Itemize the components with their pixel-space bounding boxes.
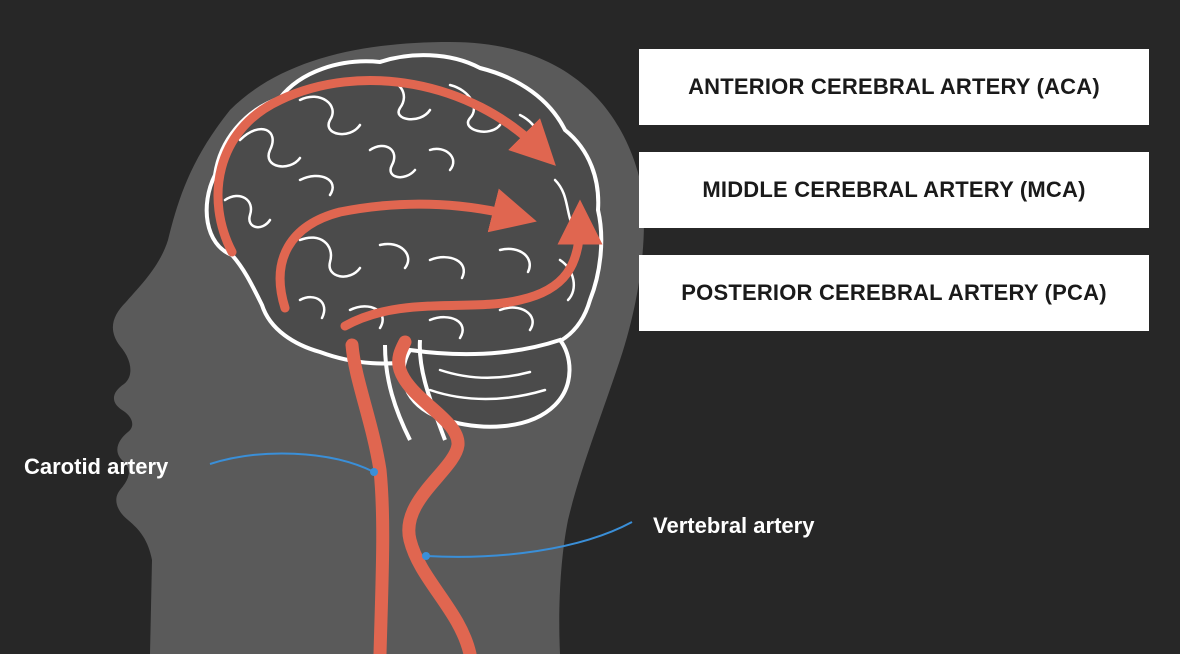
mca-label: MIDDLE CEREBRAL ARTERY (MCA) [702, 177, 1085, 203]
aca-label: ANTERIOR CEREBRAL ARTERY (ACA) [688, 74, 1100, 100]
aca-label-box: ANTERIOR CEREBRAL ARTERY (ACA) [639, 49, 1149, 125]
mca-label-box: MIDDLE CEREBRAL ARTERY (MCA) [639, 152, 1149, 228]
carotid-leader-dot [370, 468, 378, 476]
pca-label: POSTERIOR CEREBRAL ARTERY (PCA) [681, 280, 1106, 306]
pca-label-box: POSTERIOR CEREBRAL ARTERY (PCA) [639, 255, 1149, 331]
brain-cerebellum [403, 340, 569, 427]
vertebral-artery-label: Vertebral artery [653, 513, 814, 539]
vertebral-leader-dot [422, 552, 430, 560]
carotid-artery-label: Carotid artery [24, 454, 168, 480]
